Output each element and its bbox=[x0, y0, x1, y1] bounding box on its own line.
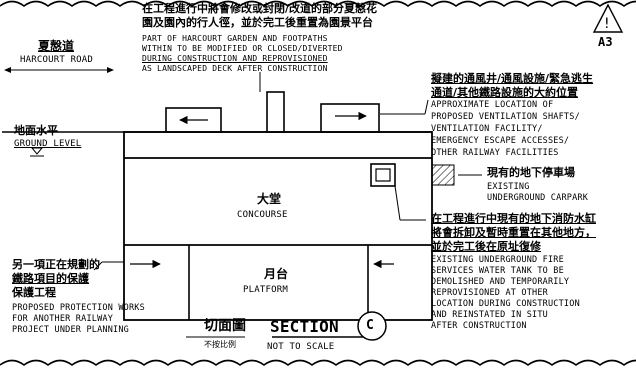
tank-note-en-3: DEMOLISHED AND TEMPORARILY bbox=[431, 277, 570, 287]
svg-text:!: ! bbox=[604, 16, 610, 32]
concourse-en: CONCOURSE bbox=[237, 210, 288, 220]
top-note-en-3: DURING CONSTRUCTION AND REPROVISIONED bbox=[142, 54, 328, 63]
carpark-note-en-2: UNDERGROUND CARPARK bbox=[487, 193, 589, 203]
drawing-id-triangle bbox=[592, 3, 624, 33]
tank-note-en-4: REPROVISIONED AT OTHER bbox=[431, 288, 548, 298]
protection-note-zh-1: 另一項正在規劃的 bbox=[12, 258, 100, 271]
ground-level-zh: 地面水平 bbox=[14, 124, 58, 137]
tank-note-en-2: SERVICES WATER TANK TO BE bbox=[431, 266, 564, 276]
leader-tank bbox=[394, 185, 401, 221]
water-tank bbox=[370, 163, 396, 187]
section-title-zh: 切面圖 bbox=[204, 318, 246, 334]
road-arrows bbox=[4, 67, 114, 73]
vent-note-en-4: EMERGENCY ESCAPE ACCESSES/ bbox=[431, 136, 570, 146]
top-note-zh-2: 園及園內的行人徑，並於完工後重置為園景平台 bbox=[142, 16, 373, 29]
carpark-slab bbox=[431, 164, 455, 186]
protection-note-en-1: PROPOSED PROTECTION WORKS bbox=[12, 303, 145, 313]
section-title-en: SECTION bbox=[270, 317, 339, 336]
drawing-id: A3 bbox=[598, 35, 613, 49]
top-note-en-1: PART OF HARCOURT GARDEN AND FOOTPATHS bbox=[142, 34, 328, 43]
tank-note-en-1: EXISTING UNDERGROUND FIRE bbox=[431, 255, 564, 265]
tank-note-zh-2: 將會拆卸及暫時重置在其他地方， bbox=[431, 226, 596, 239]
protection-note-en-3: PROJECT UNDER PLANNING bbox=[12, 325, 129, 335]
carpark-note-en-1: EXISTING bbox=[487, 182, 530, 192]
carpark-note-zh: 現有的地下停車場 bbox=[487, 166, 575, 179]
vent-note-en-3: VENTILATION FACILITY/ bbox=[431, 124, 543, 134]
protection-note-en-2: FOR ANOTHER RAILWAY bbox=[12, 314, 114, 324]
vent-shaft-middle bbox=[266, 91, 285, 133]
vent-note-en-2: PROPOSED VENTILATION SHAFTS/ bbox=[431, 112, 580, 122]
vent-note-en-5: OTHER RAILWAY FACILITIES bbox=[431, 148, 559, 158]
section-circle bbox=[357, 311, 387, 341]
tank-note-en-6: AND REINSTATED IN SITU bbox=[431, 310, 548, 320]
harcourt-road-zh: 夏慤道 bbox=[38, 39, 75, 53]
platform-en: PLATFORM bbox=[243, 285, 288, 295]
section-scale-zh: 不按比例 bbox=[204, 340, 236, 349]
concourse-zh: 大堂 bbox=[257, 192, 282, 206]
tank-note-zh-3: 並於完工後在原址復修 bbox=[431, 240, 541, 253]
vent-note-zh-1: 擬建的通風井/通風設施/緊急逃生 bbox=[431, 72, 594, 85]
vent-note-en-1: APPROXIMATE LOCATION OF bbox=[431, 100, 554, 110]
bottom-break-line bbox=[0, 359, 636, 366]
top-note-en-2: WITHIN TO BE MODIFIED OR CLOSED/DIVERTED bbox=[142, 44, 343, 53]
vent-note-zh-2: 通道/其他鐵路設施的大約位置 bbox=[431, 86, 579, 99]
vent-shaft-right bbox=[320, 103, 380, 133]
tank-note-zh-1: 在工程進行中現有的地下消防水缸 bbox=[431, 212, 596, 225]
tank-note-en-5: LOCATION DURING CONSTRUCTION bbox=[431, 299, 580, 309]
protection-note-zh-3: 保護工程 bbox=[12, 286, 56, 299]
station-box bbox=[123, 131, 433, 321]
protection-note-zh-2: 鐵路項目的保護 bbox=[12, 272, 89, 285]
platform-zh: 月台 bbox=[264, 267, 289, 281]
top-note-en-4: AS LANDSCAPED DECK AFTER CONSTRUCTION bbox=[142, 64, 328, 73]
section-scale-en: NOT TO SCALE bbox=[267, 342, 335, 352]
ground-level-symbol bbox=[30, 147, 44, 155]
ground-level-en: GROUND LEVEL bbox=[14, 139, 82, 149]
top-break-line bbox=[0, 0, 636, 7]
top-note-zh-1: 在工程進行中將會修改或封閉/改道的部分夏慤花 bbox=[142, 2, 378, 15]
tank-note-en-7: AFTER CONSTRUCTION bbox=[431, 321, 527, 331]
section-label: C bbox=[366, 318, 375, 333]
harcourt-road-en: HARCOURT ROAD bbox=[20, 55, 94, 65]
